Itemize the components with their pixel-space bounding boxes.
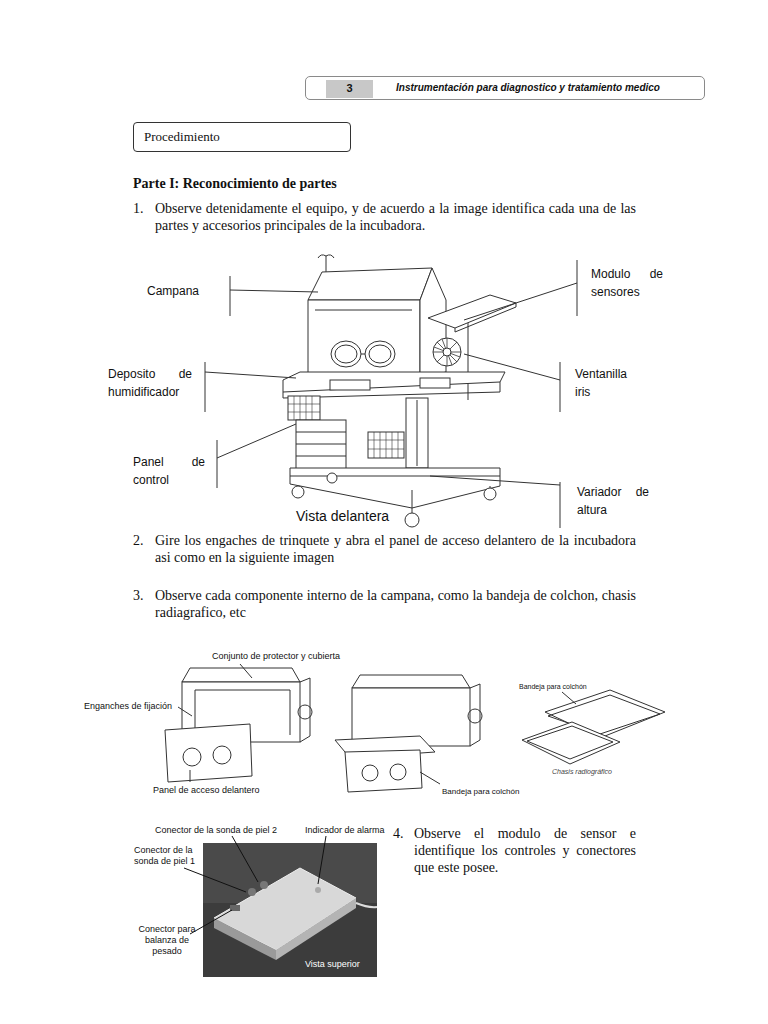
part-label: Bandeja para colchón xyxy=(442,786,519,797)
part-label: Panel de acceso delantero xyxy=(153,784,260,796)
part-label: Bandeja para colchón xyxy=(519,682,587,692)
page-number-box: 3 xyxy=(326,80,373,98)
part-label: Panel de control xyxy=(133,453,205,489)
step-text: Observe detenidamente el equipo, y de ac… xyxy=(155,200,636,234)
part-label: Enganches de fijación xyxy=(84,700,172,712)
part-label: Conector para balanza de pesado xyxy=(136,924,198,957)
step-text: Observe el modulo de sensor e identifiqu… xyxy=(414,825,636,876)
part-label: Variador de altura xyxy=(577,483,649,519)
incubator-open-drawing xyxy=(165,668,665,792)
step-number: 4. xyxy=(393,825,404,842)
part-label: Conector de la sonda de piel 1 xyxy=(134,845,200,867)
section-box: Procedimiento xyxy=(133,122,351,152)
step-number: 2. xyxy=(133,532,144,549)
part-label: Conector de la sonda de piel 2 xyxy=(155,824,277,836)
part-label: Chasis radiográfico xyxy=(552,767,612,777)
incubator-drawing xyxy=(283,255,516,527)
section-heading: Parte I: Reconocimiento de partes xyxy=(133,176,337,192)
part-label: Deposito de humidificador xyxy=(108,365,192,401)
node-text: 3 xyxy=(346,82,352,95)
node-text: Procedimiento xyxy=(144,130,220,145)
leader-lines xyxy=(205,260,577,528)
step-number: 1. xyxy=(133,200,144,217)
part-label: Ventanilla iris xyxy=(575,365,641,401)
step-number: 3. xyxy=(133,587,144,604)
step-text: Observe cada componente interno de la ca… xyxy=(155,587,636,621)
view-label: Vista delantera xyxy=(296,508,389,525)
part-label: Campana xyxy=(147,283,199,300)
node-text: Instrumentación para diagnostico y trata… xyxy=(396,82,660,94)
view-label: Vista superior xyxy=(305,958,360,970)
part-label: Indicador de alarma xyxy=(305,824,385,836)
leader-lines xyxy=(184,836,326,934)
leader-lines xyxy=(178,664,576,784)
step-text: Gire los engaches de trinquete y abra el… xyxy=(155,532,636,566)
part-label: Conjunto de protector y cubierta xyxy=(212,650,340,662)
header-band: Instrumentación para diagnostico y trata… xyxy=(305,76,705,100)
sensor-module-photo xyxy=(203,843,377,977)
part-label: Modulo de sensores xyxy=(591,265,663,301)
